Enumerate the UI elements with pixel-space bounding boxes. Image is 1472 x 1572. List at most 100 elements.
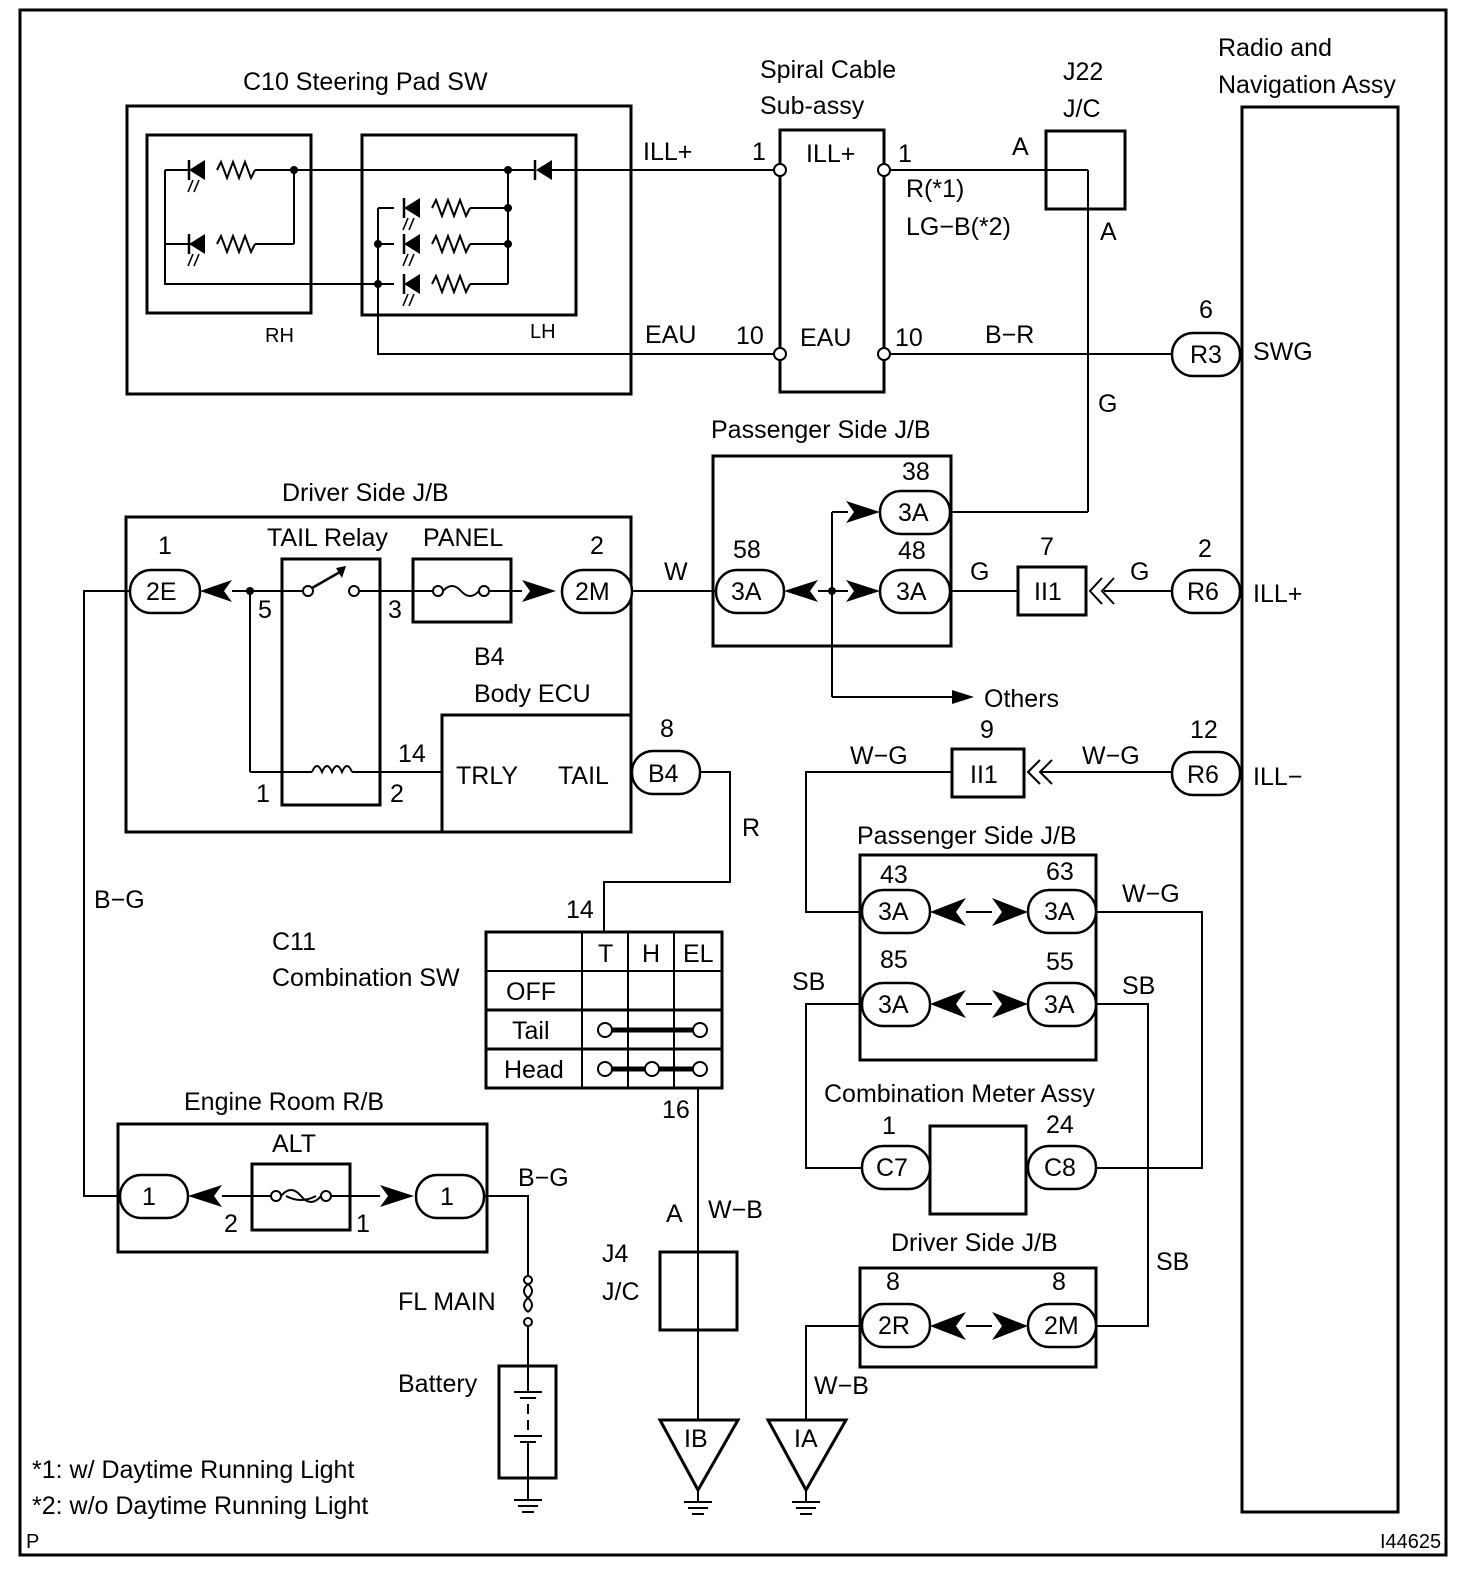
figure-id: I44625 <box>1380 1531 1441 1553</box>
svg-text:R6: R6 <box>1187 761 1219 789</box>
svg-text:TAIL Relay: TAIL Relay <box>267 524 388 552</box>
svg-text:3A: 3A <box>896 578 927 606</box>
wire-eau-label: EAU <box>645 321 696 349</box>
svg-text:3A: 3A <box>898 499 929 527</box>
svg-text:W−B: W−B <box>708 1196 763 1224</box>
svg-text:A: A <box>1100 218 1117 246</box>
svg-text:G: G <box>1098 390 1117 418</box>
svg-text:SB: SB <box>1156 1248 1189 1276</box>
svg-text:14: 14 <box>398 740 426 768</box>
svg-text:SB: SB <box>792 968 825 996</box>
connector-r6-bottom <box>1170 750 1242 797</box>
svg-text:OFF: OFF <box>506 978 556 1006</box>
svg-text:B−G: B−G <box>518 1164 569 1192</box>
fl-main-fusible-link: FL MAIN <box>398 1275 533 1366</box>
svg-text:C11: C11 <box>272 928 316 956</box>
svg-text:ALT: ALT <box>272 1130 316 1158</box>
svg-text:9: 9 <box>980 716 994 744</box>
radio-navigation-assy: Radio and Navigation Assy SWG ILL+ ILL− <box>1218 34 1400 1514</box>
battery: Battery <box>398 1364 558 1513</box>
svg-text:W−B: W−B <box>814 1372 869 1400</box>
svg-text:2: 2 <box>390 780 404 808</box>
svg-text:Body ECU: Body ECU <box>474 680 591 708</box>
steering-pad-title: C10 Steering Pad SW <box>243 68 488 96</box>
rh-switch-box <box>145 133 313 315</box>
tail-relay <box>280 557 382 807</box>
svg-text:Navigation Assy: Navigation Assy <box>1218 71 1396 99</box>
svg-text:7: 7 <box>1040 533 1054 561</box>
svg-text:1: 1 <box>356 1210 370 1238</box>
led-icon <box>401 272 472 308</box>
connector-2m-bottom <box>1026 1302 1098 1349</box>
svg-text:2: 2 <box>224 1210 238 1238</box>
connector-3a-58 <box>714 568 786 615</box>
svg-text:Radio and: Radio and <box>1218 34 1332 62</box>
svg-text:2: 2 <box>590 532 604 560</box>
svg-text:IB: IB <box>684 1425 708 1453</box>
svg-text:B−R: B−R <box>985 321 1034 349</box>
junction-connector-j22: J22 J/C A A <box>1012 58 1127 246</box>
svg-text:1: 1 <box>158 532 172 560</box>
connector-c8 <box>1026 1144 1098 1191</box>
note-2: *2: w/o Daytime Running Light <box>32 1492 368 1520</box>
svg-text:Sub-assy: Sub-assy <box>760 92 865 120</box>
svg-text:B4: B4 <box>648 760 679 788</box>
passenger-side-jb-mid: Passenger Side J/B <box>857 822 1098 1062</box>
svg-text:Battery: Battery <box>398 1370 478 1398</box>
combination-meter: Combination Meter Assy <box>824 1080 1095 1216</box>
svg-text:EL: EL <box>683 940 714 968</box>
corner-mark: P <box>26 1531 39 1553</box>
svg-text:Passenger Side J/B: Passenger Side J/B <box>711 416 931 444</box>
svg-text:55: 55 <box>1046 948 1074 976</box>
svg-text:63: 63 <box>1046 858 1074 886</box>
svg-text:5: 5 <box>258 596 272 624</box>
svg-text:TAIL: TAIL <box>558 762 609 790</box>
led-icon <box>186 158 257 194</box>
connector-arrow-icon <box>846 580 880 602</box>
svg-text:J/C: J/C <box>602 1278 640 1306</box>
svg-text:8: 8 <box>886 1268 900 1296</box>
svg-text:16: 16 <box>662 1096 690 1124</box>
svg-text:Tail: Tail <box>512 1017 550 1045</box>
svg-text:R(*1): R(*1) <box>906 175 964 203</box>
svg-text:3A: 3A <box>1044 991 1075 1019</box>
svg-text:C7: C7 <box>876 1154 908 1182</box>
svg-text:C8: C8 <box>1044 1154 1076 1182</box>
connector-arrow-icon <box>846 501 880 523</box>
outer-frame <box>18 8 1448 1557</box>
svg-text:ILL−: ILL− <box>1253 763 1302 791</box>
svg-text:A: A <box>666 1200 683 1228</box>
svg-text:Combination Meter Assy: Combination Meter Assy <box>824 1080 1095 1108</box>
svg-text:W−G: W−G <box>850 742 908 770</box>
body-ecu: B4 Body ECU TRLY TAIL <box>440 643 633 834</box>
svg-text:ILL+: ILL+ <box>1253 580 1302 608</box>
svg-text:PANEL: PANEL <box>423 524 503 552</box>
svg-text:10: 10 <box>895 324 923 352</box>
svg-text:Head: Head <box>504 1056 564 1084</box>
connector-r6-top <box>1170 568 1242 615</box>
svg-text:A: A <box>1012 133 1029 161</box>
svg-text:1: 1 <box>898 140 912 168</box>
svg-text:Spiral Cable: Spiral Cable <box>760 56 896 84</box>
connector-r3 <box>1170 331 1242 378</box>
svg-text:II1: II1 <box>970 761 998 789</box>
svg-text:J22: J22 <box>1063 58 1103 86</box>
led-icon <box>401 232 472 268</box>
svg-text:SWG: SWG <box>1253 338 1313 366</box>
svg-text:T: T <box>598 940 613 968</box>
svg-text:38: 38 <box>902 458 930 486</box>
svg-text:B−G: B−G <box>94 886 145 914</box>
diode-icon <box>536 160 552 180</box>
svg-text:6: 6 <box>1199 296 1213 324</box>
lh-label: LH <box>530 321 556 343</box>
svg-text:3A: 3A <box>731 578 762 606</box>
svg-text:ILL+: ILL+ <box>806 140 855 168</box>
arrow-right-icon <box>952 690 974 704</box>
svg-text:W−G: W−G <box>1122 880 1180 908</box>
svg-text:H: H <box>642 940 660 968</box>
ground-ib: IB <box>657 1418 741 1515</box>
svg-text:W: W <box>664 558 688 586</box>
svg-text:85: 85 <box>880 946 908 974</box>
svg-text:2M: 2M <box>575 578 610 606</box>
